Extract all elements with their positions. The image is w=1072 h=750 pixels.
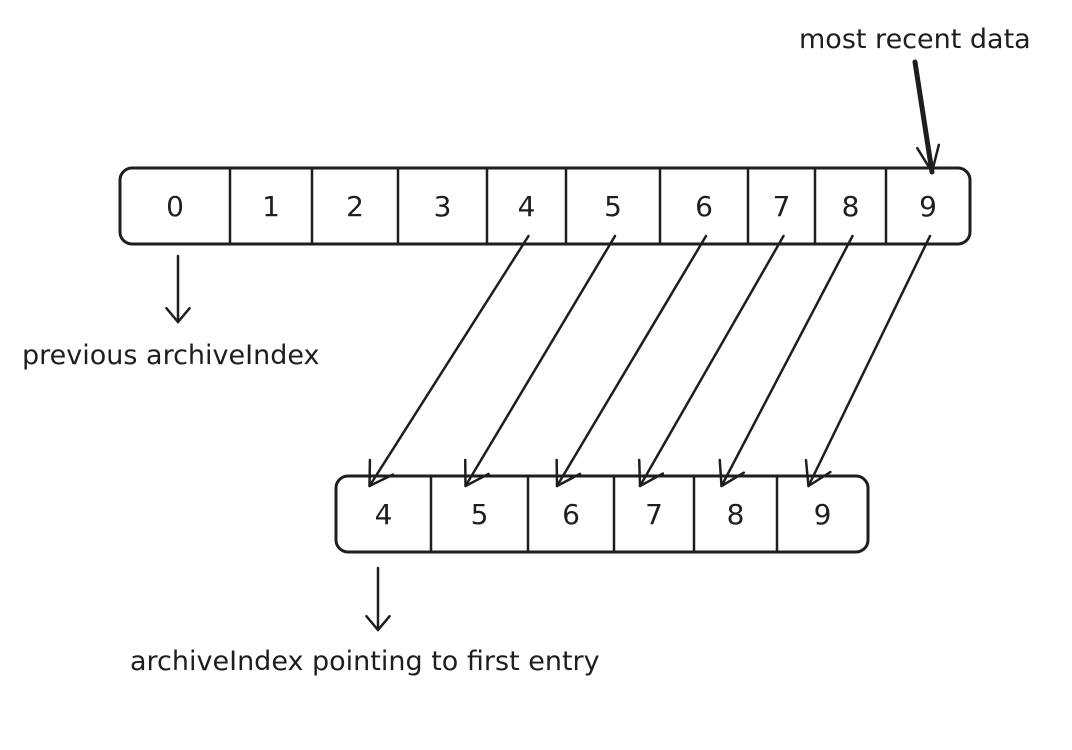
mapping-arrowhead-2 [555,458,582,488]
bottom-array-cell-0: 4 [375,498,393,531]
top-array-cell-3: 3 [434,190,452,223]
top-array-cell-7: 7 [773,190,791,223]
bottom-array-box [334,474,870,554]
top-array-cell-1: 1 [262,190,280,223]
mapping-arrow-2 [555,234,708,488]
top-array-box [118,166,972,246]
top-array-cell-5: 5 [604,190,622,223]
bottom-array-cell-5: 9 [814,498,832,531]
top-array: 0 1 2 3 4 5 6 7 8 9 [118,166,972,246]
top-array-cell-9: 9 [919,190,937,223]
top-array-cell-0: 0 [166,190,184,223]
mapping-arrow-0 [368,234,530,488]
most-recent-pointer-arrowhead [916,143,941,174]
bottom-array-cell-2: 6 [562,498,580,531]
mapping-arrow-3 [638,234,785,488]
mapping-arrow-4 [720,234,854,488]
bottom-array: 4 5 6 7 8 9 [334,474,870,554]
bottom-array-cell-1: 5 [471,498,489,531]
most-recent-pointer-arrow [912,59,935,175]
archive-index-first-entry-label: archiveIndex pointing to first entry [130,646,600,677]
previous-index-pointer-arrowhead [165,306,191,324]
top-array-cell-6: 6 [695,190,713,223]
mapping-arrows [368,234,932,488]
first-entry-pointer-arrowhead [365,614,391,632]
top-array-cell-8: 8 [842,190,860,223]
bottom-array-cell-4: 8 [727,498,745,531]
mapping-arrow-1 [464,234,617,488]
pointer-arrows [165,59,941,632]
top-array-cell-2: 2 [346,190,364,223]
previous-archive-index-label: previous archiveIndex [22,340,320,371]
top-array-cell-4: 4 [518,190,536,223]
mapping-arrow-5 [807,234,932,488]
mapping-arrowhead-3 [637,458,665,488]
mapping-arrowhead-0 [368,458,395,488]
most-recent-data-label: most recent data [799,24,1031,55]
mapping-arrowhead-1 [463,458,490,488]
bottom-array-cell-3: 7 [645,498,663,531]
